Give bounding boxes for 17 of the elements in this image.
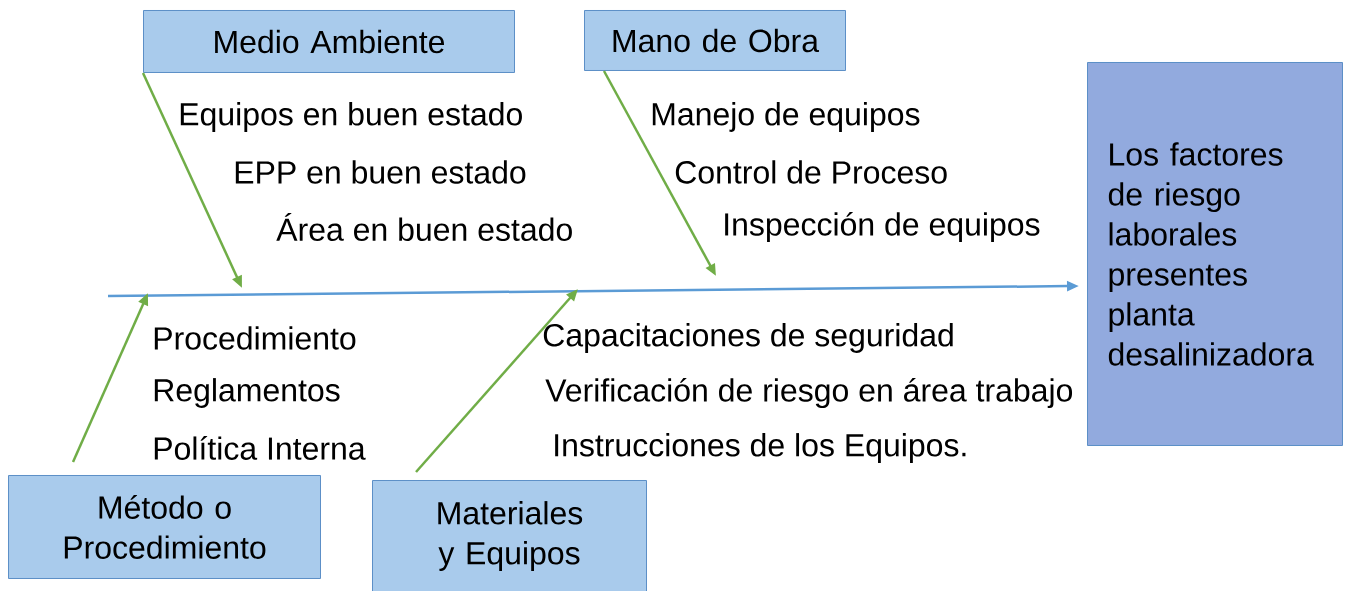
cause-label: Control de Proceso: [675, 160, 947, 184]
cause-box: Medio Ambiente: [143, 10, 515, 73]
effect-box: Los factores de riesgo laborales presentes planta desalinizadora: [1087, 62, 1343, 446]
cause-label: Verificación de riesgo en área trabajo: [545, 377, 1073, 409]
cause-label: Política Interna: [154, 436, 366, 460]
cause-label: Área en buen estado: [276, 212, 572, 242]
cause-label: Reglamentos: [154, 378, 340, 408]
cause-label: Inspección de equipos: [725, 211, 1040, 243]
cause-label: Capacitaciones de seguridad: [543, 323, 953, 353]
cause-box: Materiales y Equipos: [372, 480, 647, 591]
cause-label: Procedimiento: [154, 326, 356, 350]
cause-box: Método o Procedimiento: [8, 475, 321, 579]
cause-label: EPP en buen estado: [235, 160, 526, 184]
cause-box: Mano de Obra: [584, 10, 846, 71]
cause-label: Manejo de equipos: [652, 102, 920, 132]
cause-label: Instrucciones de los Equipos.: [555, 433, 966, 463]
cause-label: Equipos en buen estado: [180, 102, 522, 132]
